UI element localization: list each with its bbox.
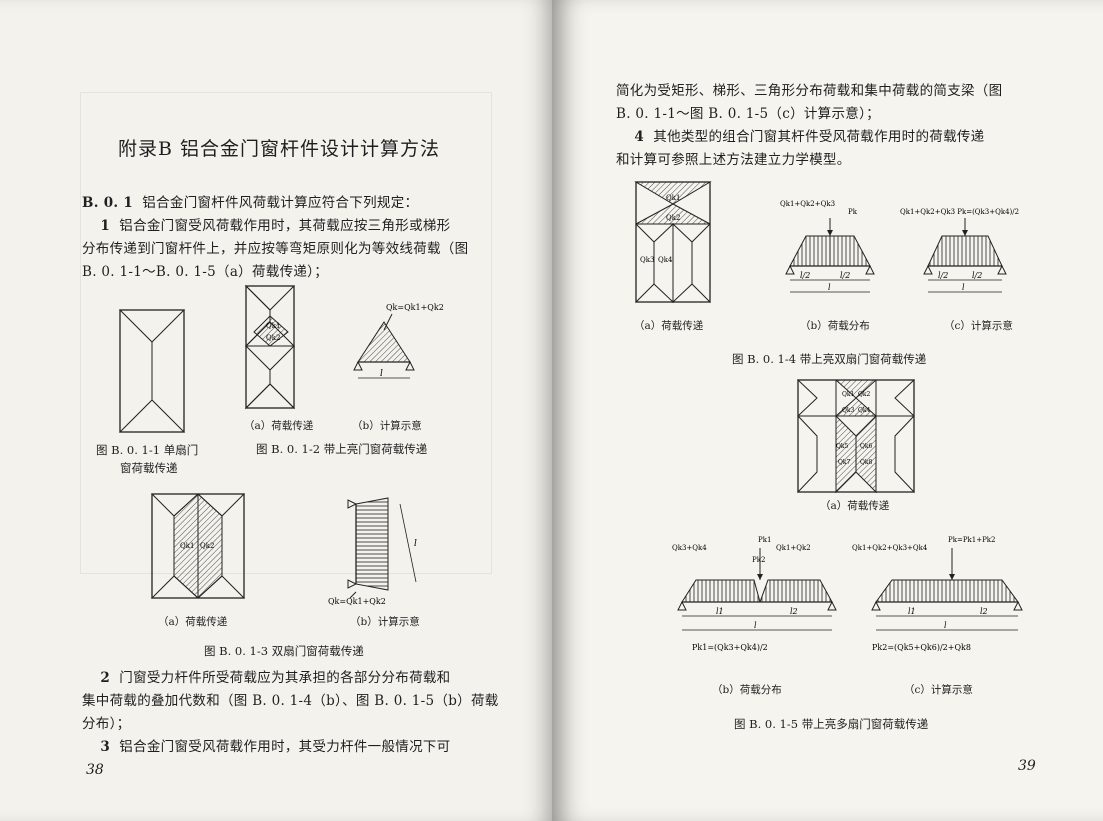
span-label: l bbox=[754, 621, 757, 630]
formula-pk2: Pk2=(Qk5+Qk6)/2+Qk8 bbox=[872, 643, 971, 652]
span-label: l bbox=[828, 283, 831, 292]
half-span-label: l/2 bbox=[800, 271, 810, 280]
fig-b014-sub-a: （a）荷载传递 bbox=[634, 320, 704, 332]
fig-b014-sub-c: （c）计算示意 bbox=[944, 320, 1013, 332]
fig-b014c-calc-diagram: Qk1+Qk2+Qk3 Pk=(Qk3+Qk4)/2 l/2 l/2 l bbox=[900, 208, 1019, 293]
fig-b015a-load-transfer: Qk1 Qk2 Qk3 Qk4 Qk5 Qk6 Qk7 Qk8 bbox=[797, 378, 915, 494]
fig-b013-caption: 图 B. 0. 1-3 双扇门窗荷载传递 bbox=[204, 644, 364, 658]
fig-b015-sub-b: （b）荷载分布 bbox=[712, 684, 782, 696]
fig-b013-sub-b: （b）计算示意 bbox=[350, 616, 420, 628]
q-label: Qk2 bbox=[266, 334, 280, 342]
fig-b014b-load-distribution: Qk1+Qk2+Qk3 Pk l/2 l/2 l bbox=[780, 200, 875, 293]
formula-pk1: Pk1=(Qk3+Qk4)/2 bbox=[692, 643, 768, 652]
q-label: Qk4 bbox=[658, 256, 673, 264]
span-l1-label: l1 bbox=[908, 607, 916, 616]
item-text: 其他类型的组合门窗其杆件受风荷载作用时的荷载传递 bbox=[653, 129, 985, 145]
fig-b015c-calc-diagram: Qk1+Qk2+Qk3+Qk4 Pk=Pk1+Pk2 l1 l2 l Pk2=(… bbox=[852, 536, 1023, 652]
q-label: Qk1 bbox=[666, 194, 680, 202]
continued-line1: 简化为受矩形、梯形、三角形分布荷载和集中荷载的简支梁（图 bbox=[616, 83, 1003, 99]
span-l1-label: l1 bbox=[716, 607, 724, 616]
clause-number: B. 0. 1 bbox=[82, 195, 134, 211]
item1-line2: 分布传递到门窗杆件上，并应按等弯矩原则化为等效线荷载（图 bbox=[82, 241, 469, 257]
q-label: Qk5 bbox=[836, 443, 849, 450]
clause-b01: B. 0. 1 铝合金门窗杆件风荷载计算应符合下列规定： bbox=[82, 192, 418, 215]
span-label: l bbox=[944, 621, 947, 630]
fig-b012-sub-a: （a）荷载传递 bbox=[244, 420, 314, 432]
fig-b012-caption: 图 B. 0. 1-2 带上亮门窗荷载传递 bbox=[256, 442, 428, 456]
q-label: Qk1 bbox=[842, 391, 854, 398]
item-text: 铝合金门窗受风荷载作用时，其受力杆件一般情况下可 bbox=[119, 739, 451, 755]
q-label: Qk1 bbox=[180, 542, 194, 550]
span-l2-label: l2 bbox=[980, 607, 988, 616]
fig-b014-sub-b: （b）荷载分布 bbox=[800, 320, 870, 332]
right-page: 简化为受矩形、梯形、三角形分布荷载和集中荷载的简支梁（图 B. 0. 1-1～图… bbox=[552, 0, 1103, 821]
item-number: 4 bbox=[634, 129, 645, 145]
q-label: Qk4 bbox=[858, 407, 871, 414]
fig-b011-caption-1: 图 B. 0. 1-1 单扇门 bbox=[96, 443, 199, 457]
load-label: Qk3+Qk4 bbox=[672, 544, 707, 552]
item-text: 铝合金门窗受风荷载作用时，其荷载应按三角形或梯形 bbox=[119, 218, 451, 234]
point-load-label: Pk=Pk1+Pk2 bbox=[948, 536, 996, 544]
q-label: Qk1 bbox=[266, 322, 280, 330]
bleed-through-table bbox=[80, 92, 492, 574]
half-span-label: l/2 bbox=[972, 271, 982, 280]
fig-b014a-load-transfer: Qk1 Qk2 Qk3 Qk4 bbox=[634, 181, 712, 304]
span-label: l bbox=[380, 369, 383, 379]
item-number: 3 bbox=[100, 739, 111, 755]
page-number-left: 38 bbox=[86, 762, 104, 778]
item-text: 门窗受力杆件所受荷载应为其承担的各部分分布荷载和 bbox=[119, 670, 451, 686]
q-label: Qk2 bbox=[858, 391, 871, 398]
load-label: Qk1+Qk2+Qk3+Qk4 bbox=[852, 544, 928, 552]
item2-line3: 分布）； bbox=[82, 716, 131, 732]
item4-line2: 和计算可参照上述方法建立力学模型。 bbox=[616, 152, 851, 168]
q-label: Qk8 bbox=[860, 459, 873, 466]
continued-line2: B. 0. 1-1～图 B. 0. 1-5（c）计算示意）； bbox=[616, 106, 880, 122]
q-label: Qk2 bbox=[666, 214, 680, 222]
left-page: 附录B 铝合金门窗杆件设计计算方法 B. 0. 1 铝合金门窗杆件风荷载计算应符… bbox=[0, 0, 552, 821]
fig-b013b-calc-diagram: l Qk=Qk1+Qk2 bbox=[328, 497, 417, 606]
item2-line1: 2 门窗受力杆件所受荷载应为其承担的各部分分布荷载和 bbox=[82, 667, 450, 690]
half-span-label: l/2 bbox=[840, 271, 850, 280]
q-label: Qk6 bbox=[860, 443, 873, 450]
item-number: 2 bbox=[100, 670, 111, 686]
fig-b011-caption-2: 窗荷载传递 bbox=[120, 461, 178, 475]
point-load-label: Pk1 bbox=[758, 536, 771, 544]
span-l2-label: l2 bbox=[790, 607, 798, 616]
item3-line1: 3 铝合金门窗受风荷载作用时，其受力杆件一般情况下可 bbox=[82, 736, 450, 759]
fig-b012a-load-transfer: Qk1 Qk2 bbox=[244, 284, 296, 410]
item4-line1: 4 其他类型的组合门窗其杆件受风荷载作用时的荷载传递 bbox=[616, 126, 984, 149]
fig-b012b-calc-diagram: Qk=Qk1+Qk2 l bbox=[353, 303, 444, 379]
fig-b015-caption: 图 B. 0. 1-5 带上亮多扇门窗荷载传递 bbox=[734, 717, 929, 731]
fig-b015-sub-c: （c）计算示意 bbox=[904, 684, 973, 696]
appendix-title: 附录B 铝合金门窗杆件设计计算方法 bbox=[118, 138, 441, 160]
load-label: Qk1+Qk2+Qk3 Pk=(Qk3+Qk4)/2 bbox=[900, 208, 1019, 216]
load-label: Qk1+Qk2 bbox=[776, 544, 811, 552]
span-label: l bbox=[414, 539, 417, 549]
item2-line2: 集中荷载的叠加代数和（图 B. 0. 1-4（b）、图 B. 0. 1-5（b）… bbox=[82, 693, 499, 709]
point-load-label: Pk2 bbox=[752, 556, 765, 564]
half-span-label: l/2 bbox=[938, 271, 948, 280]
item1-line1: 1 铝合金门窗受风荷载作用时，其荷载应按三角形或梯形 bbox=[82, 215, 450, 238]
fig-b013-sub-a: （a）荷载传递 bbox=[158, 616, 228, 628]
q-label: Qk2 bbox=[200, 542, 214, 550]
fig-b013a-double-sash: Qk1 Qk2 bbox=[150, 493, 246, 599]
formula-qk: Qk=Qk1+Qk2 bbox=[386, 303, 444, 312]
span-label: l bbox=[962, 283, 965, 292]
q-label: Qk3 bbox=[842, 407, 855, 414]
load-label: Qk1+Qk2+Qk3 bbox=[780, 200, 835, 208]
page-number-right: 39 bbox=[1018, 758, 1036, 774]
fig-b015-sub-a: （a）荷载传递 bbox=[820, 500, 890, 512]
fig-b011-single-sash bbox=[118, 309, 186, 433]
fig-b014-caption: 图 B. 0. 1-4 带上亮双扇门窗荷载传递 bbox=[732, 352, 927, 366]
point-load-label: Pk bbox=[848, 208, 858, 216]
clause-text: 铝合金门窗杆件风荷载计算应符合下列规定： bbox=[142, 195, 419, 211]
fig-b012-sub-b: （b）计算示意 bbox=[352, 420, 422, 432]
item-number: 1 bbox=[100, 218, 111, 234]
q-label: Qk7 bbox=[838, 459, 851, 466]
q-label: Qk3 bbox=[640, 256, 654, 264]
formula-qk: Qk=Qk1+Qk2 bbox=[328, 597, 386, 606]
fig-b015b-load-distribution: Qk3+Qk4 Pk1 Qk1+Qk2 Pk2 l1 l2 l Pk1=(Qk3… bbox=[672, 536, 837, 652]
item1-line3: B. 0. 1-1～B. 0. 1-5（a）荷载传递）； bbox=[82, 264, 329, 280]
